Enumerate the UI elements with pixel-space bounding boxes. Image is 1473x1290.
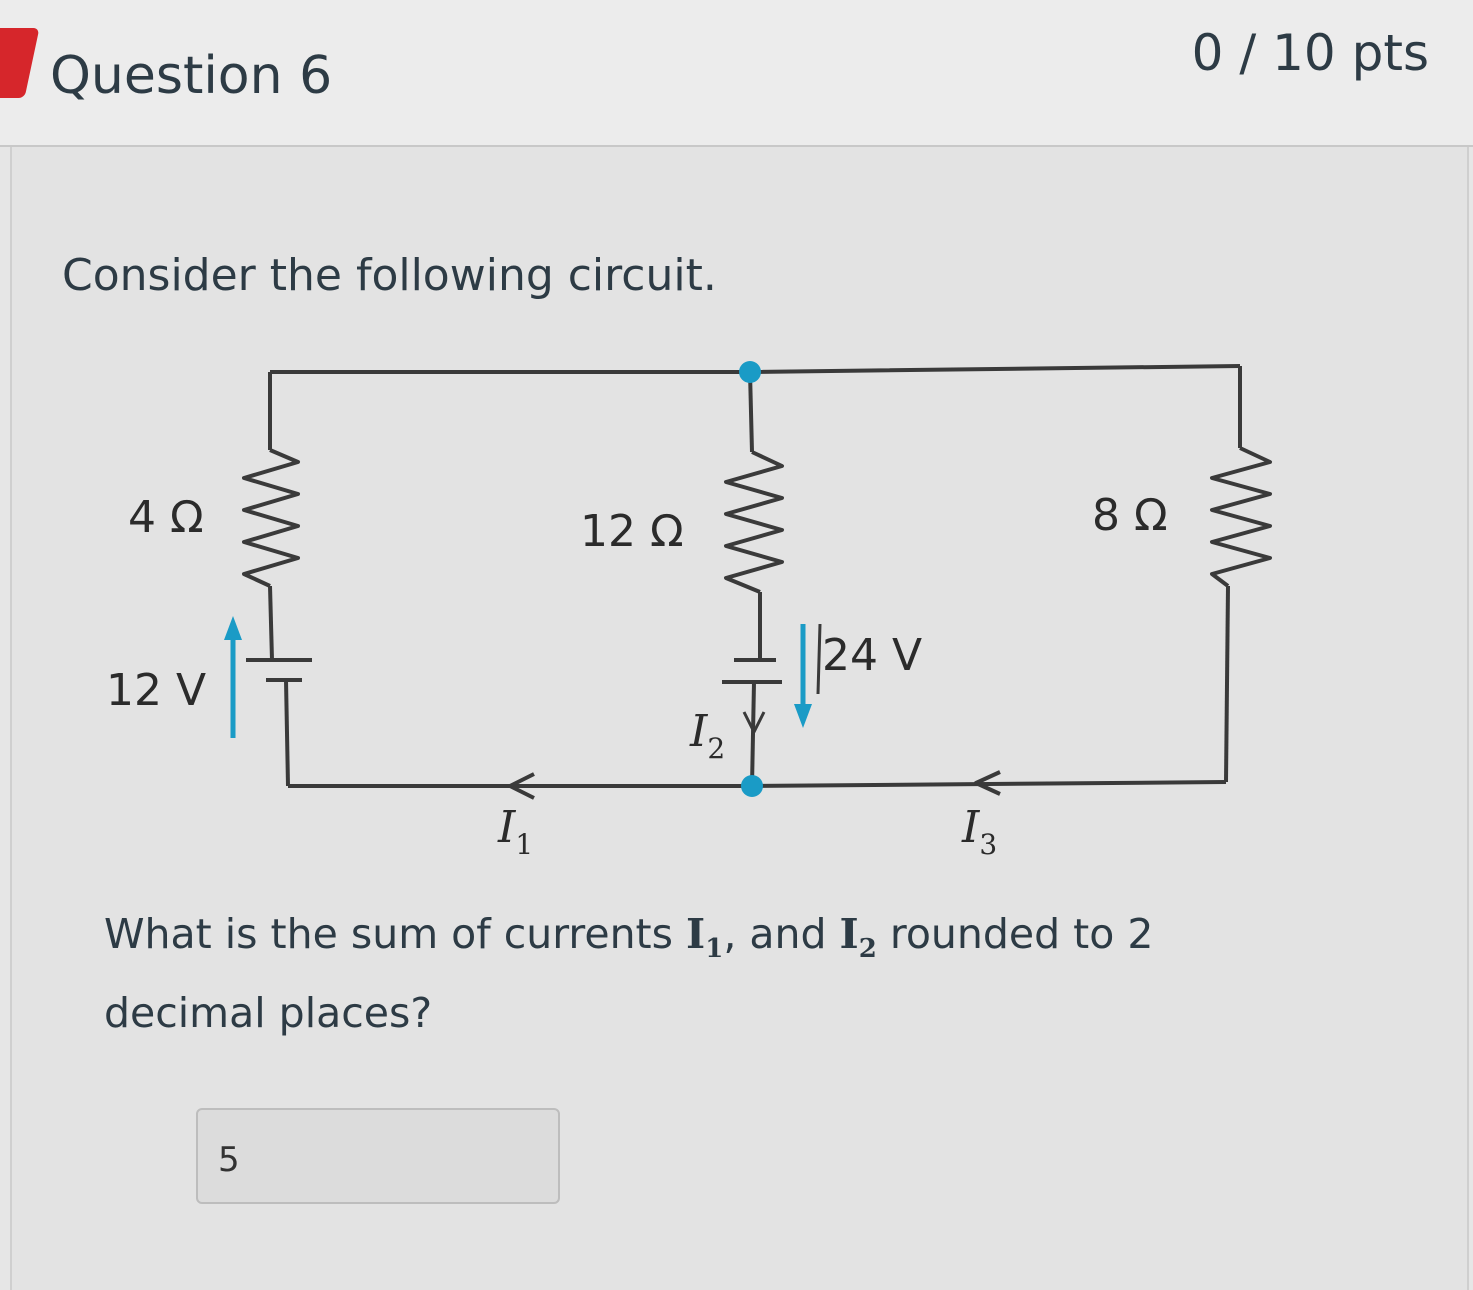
prompt-text-3: rounded to 2 decimal places? [104,910,1154,1038]
junction-top [739,361,761,383]
resistor-middle [724,450,784,594]
label-i3: I3 [961,802,997,861]
prompt-text-1: What is the sum of currents [104,910,687,958]
question-points: 0 / 10 pts [1191,24,1429,82]
arrow-24v-bar [816,623,822,695]
question-title: Question 6 [50,46,333,106]
label-v-left: 12 V [106,665,206,716]
label-r-left: 4 Ω [128,492,204,543]
circuit-diagram: 4 Ω 12 Ω 8 Ω 12 V 24 V I2 I1 I3 [106,361,1272,861]
wire-right-lower [1224,585,1230,783]
answer-input[interactable]: 5 [196,1108,560,1204]
arrow-i3 [974,770,1001,796]
resistor-right [1210,446,1272,588]
wire-left-mid [268,585,274,661]
arrow-i1 [508,772,535,800]
prompt-text-2: , and [723,910,840,958]
arrow-i2 [742,711,766,734]
arrow-12v-head [224,616,242,640]
label-i1: I1 [497,802,533,861]
question-header: Question 6 0 / 10 pts [0,0,1473,147]
current-i1: I1 [686,910,724,965]
arrow-24v-head [794,704,812,728]
label-v-middle: 24 V [822,630,922,681]
question-intro: Consider the following circuit. [62,250,717,301]
label-r-middle: 12 Ω [580,506,684,557]
current-i2: I2 [839,910,877,965]
question-prompt: What is the sum of currents I1, and I2 r… [104,902,1304,1045]
label-i2: I2 [689,706,725,765]
wire-middle-lower [750,681,756,787]
junction-bottom [741,775,763,797]
label-r-right: 8 Ω [1092,490,1168,541]
wire-middle-upper [748,371,754,453]
wire-left-lower [284,679,290,787]
resistor-left [242,448,300,588]
